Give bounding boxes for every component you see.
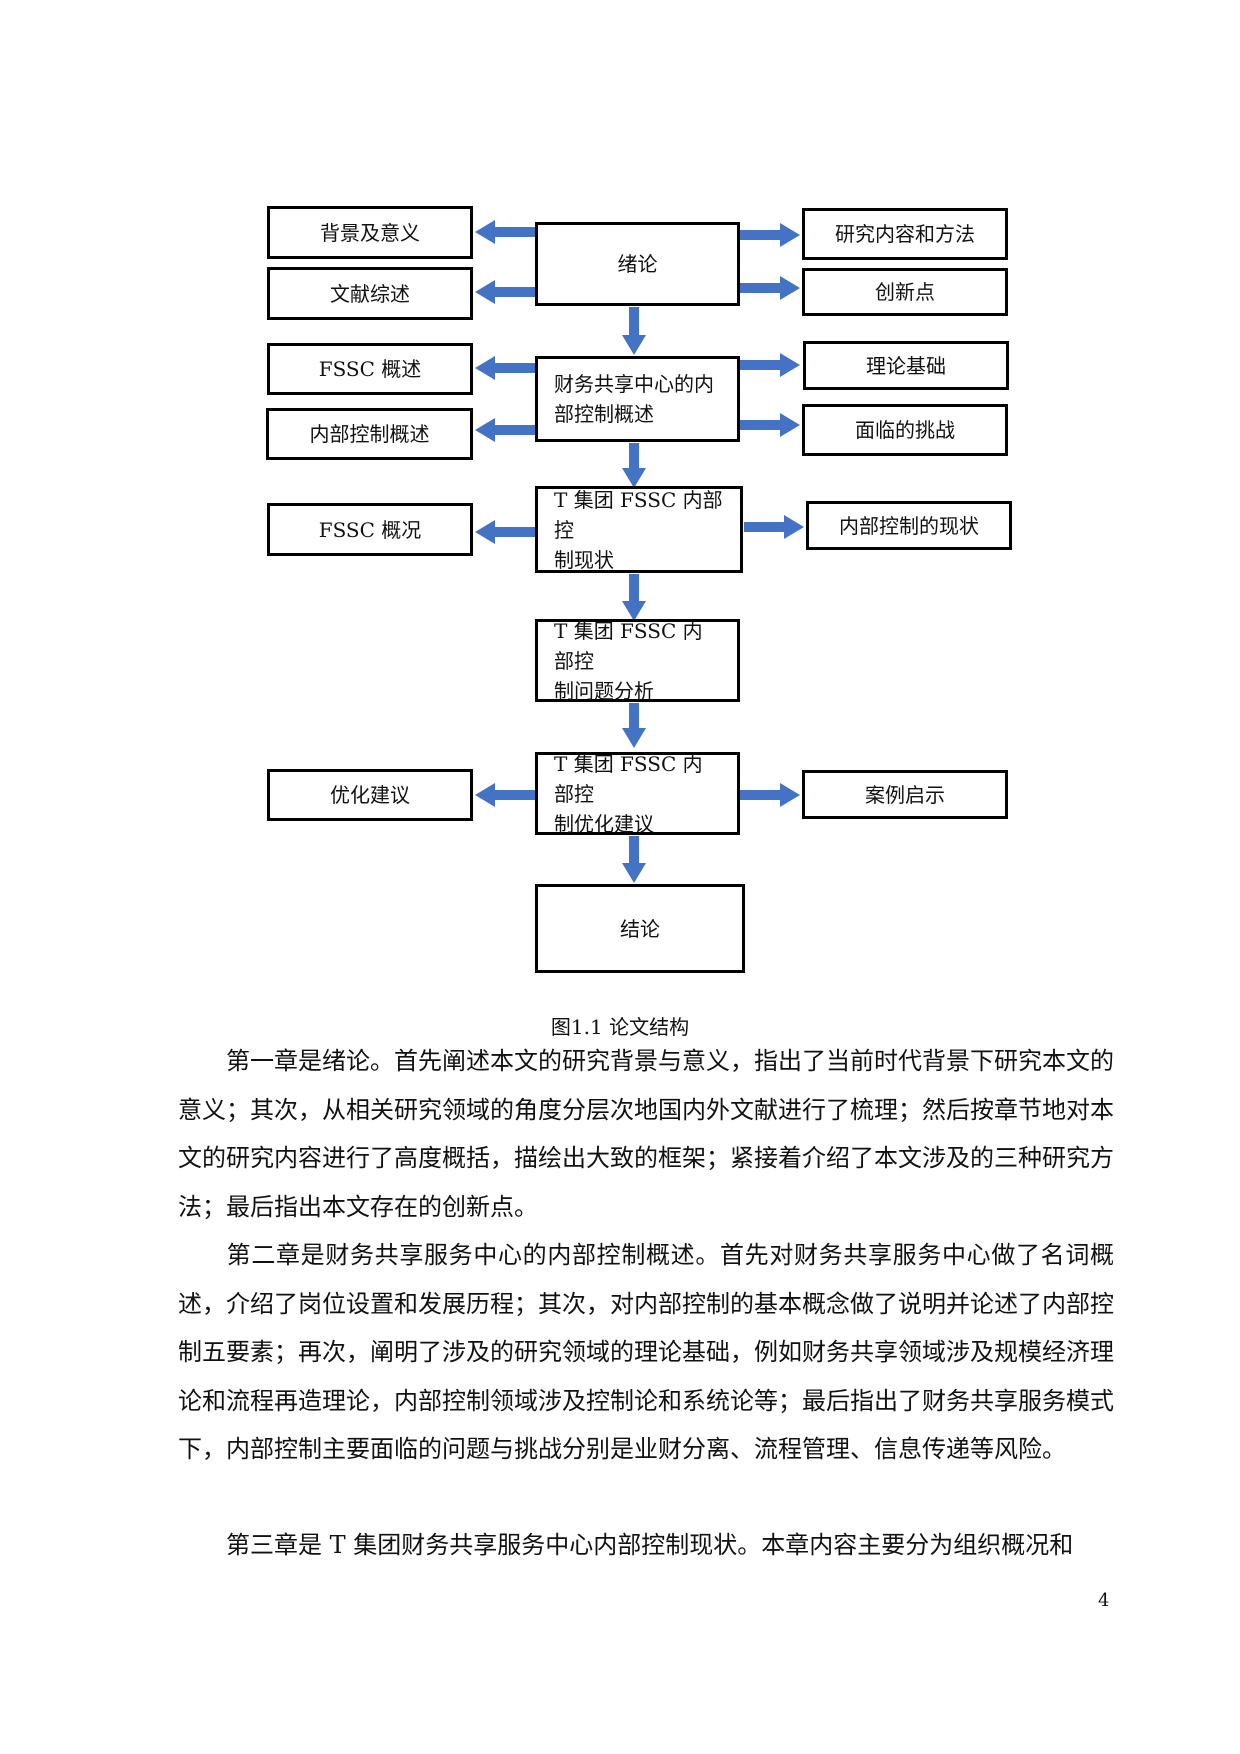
figure-caption: 图1.1 论文结构 (550, 1015, 690, 1039)
fssc-overview-box: FSSC 概述 (267, 343, 473, 395)
chapter2-box: 财务共享中心的内 部控制概述 (535, 356, 740, 442)
chapter5-line1: T 集团 FSSC 内部控 (554, 751, 703, 806)
fssc-profile-box: FSSC 概况 (267, 503, 473, 556)
innovation-box: 创新点 (802, 268, 1008, 316)
conclusion-box: 结论 (535, 884, 745, 973)
chapter4-line2: 制问题分析 (554, 678, 654, 703)
paragraph-chapter3: 第三章是 T 集团财务共享服务中心内部控制现状。本章内容主要分为组织概况和 (178, 1521, 1114, 1570)
chapter4-line1: T 集团 FSSC 内部控 (554, 618, 703, 673)
innovation-label: 创新点 (875, 280, 935, 304)
chapter3-box: T 集团 FSSC 内部控 制现状 (535, 486, 743, 573)
paragraph-chapter2-text: 第二章是财务共享服务中心的内部控制概述。首先对财务共享服务中心做了名词概述，介绍… (178, 1241, 1114, 1463)
case-insights-box: 案例启示 (802, 770, 1008, 819)
arrows-layer (475, 220, 804, 883)
chapter5-box: T 集团 FSSC 内部控 制优化建议 (535, 752, 740, 836)
theory-box: 理论基础 (803, 341, 1009, 390)
theory-label: 理论基础 (866, 353, 946, 378)
suggestions-label: 优化建议 (330, 783, 410, 807)
paragraph-chapter1: 第一章是绪论。首先阐述本文的研究背景与意义，指出了当前时代背景下研究本文的意义；… (178, 1037, 1114, 1231)
arrow-right-icon (740, 223, 804, 807)
chapter2-text: 财务共享中心的内 部控制概述 (554, 369, 714, 429)
chapter3-text: T 集团 FSSC 内部控 制现状 (554, 485, 724, 575)
chapter3-line1: T 集团 FSSC 内部控 (554, 487, 723, 542)
literature-box: 文献综述 (267, 267, 473, 320)
intro-box: 绪论 (535, 222, 740, 306)
thesis-structure-diagram: 绪论 背景及意义 文献综述 研究内容和方法 创新点 财务共享中心的内 部控制概述… (266, 206, 1012, 973)
paragraph-chapter3-text: 第三章是 T 集团财务共享服务中心内部控制现状。本章内容主要分为组织概况和 (226, 1531, 1074, 1559)
background-box: 背景及意义 (267, 206, 473, 259)
conclusion-label: 结论 (620, 916, 660, 941)
content-methods-box: 研究内容和方法 (802, 208, 1008, 260)
ic-overview-label: 内部控制概述 (309, 422, 430, 446)
challenges-label: 面临的挑战 (855, 418, 955, 442)
paragraph-chapter2: 第二章是财务共享服务中心的内部控制概述。首先对财务共享服务中心做了名词概述，介绍… (178, 1231, 1114, 1474)
suggestions-box: 优化建议 (267, 769, 473, 821)
ic-status-box: 内部控制的现状 (806, 501, 1012, 550)
content-methods-label: 研究内容和方法 (835, 222, 975, 246)
chapter5-text: T 集团 FSSC 内部控 制优化建议 (554, 749, 721, 839)
fssc-overview-label: FSSC 概述 (318, 357, 422, 381)
chapter5-line2: 制优化建议 (554, 811, 654, 836)
chapter4-text: T 集团 FSSC 内部控 制问题分析 (554, 616, 721, 706)
literature-label: 文献综述 (330, 281, 410, 306)
chapter4-box: T 集团 FSSC 内部控 制问题分析 (535, 619, 740, 703)
chapter2-line2: 部控制概述 (554, 402, 654, 426)
background-label: 背景及意义 (320, 220, 420, 245)
ic-overview-box: 内部控制概述 (266, 408, 473, 460)
arrow-left-icon (475, 220, 535, 807)
page-number: 4 (1098, 1590, 1110, 1611)
case-insights-label: 案例启示 (865, 782, 945, 807)
chapter2-line1: 财务共享中心的内 (554, 372, 714, 396)
ic-status-label: 内部控制的现状 (839, 513, 979, 538)
paragraph-chapter1-text: 第一章是绪论。首先阐述本文的研究背景与意义，指出了当前时代背景下研究本文的意义；… (178, 1047, 1114, 1221)
intro-label: 绪论 (617, 252, 658, 276)
chapter3-line2: 制现状 (554, 547, 614, 572)
challenges-box: 面临的挑战 (802, 404, 1008, 456)
arrow-down-icon (622, 307, 646, 883)
fssc-profile-label: FSSC 概况 (318, 517, 422, 542)
